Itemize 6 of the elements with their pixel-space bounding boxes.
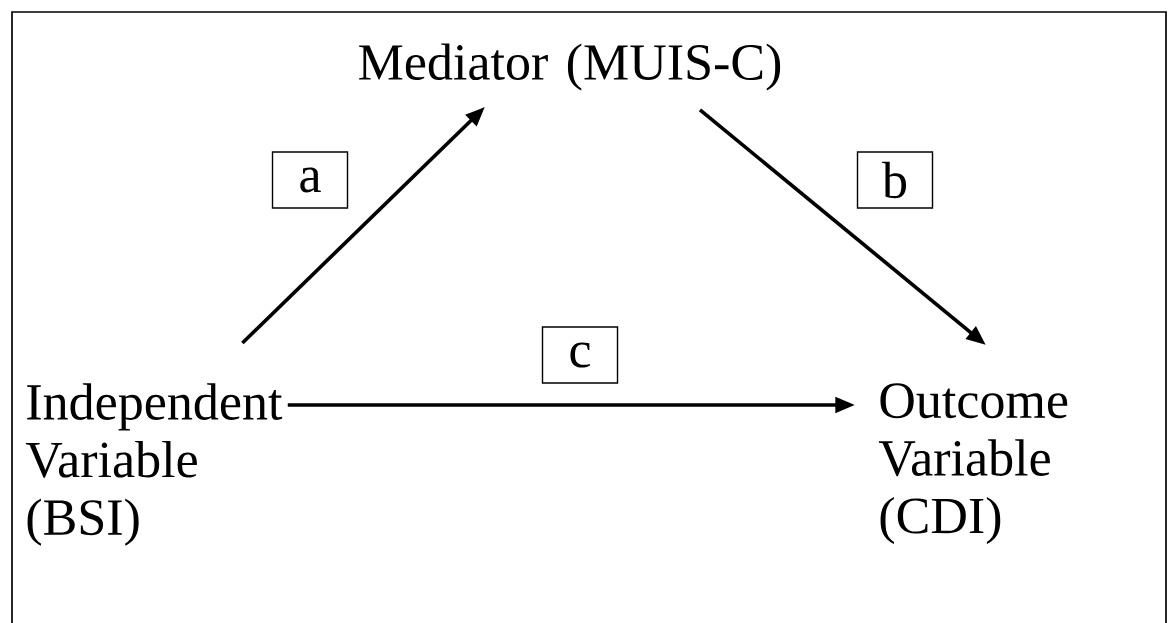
edge-label: c [541, 326, 619, 384]
variable-text: Independent Variable (BSI) [25, 383, 283, 546]
edge-label: a [271, 151, 349, 209]
edge-label: b [856, 151, 934, 209]
variable-text: Outcome Variable (CDI) [878, 383, 1068, 545]
variable-text: Mediator (MUIS-C) [359, 43, 781, 91]
